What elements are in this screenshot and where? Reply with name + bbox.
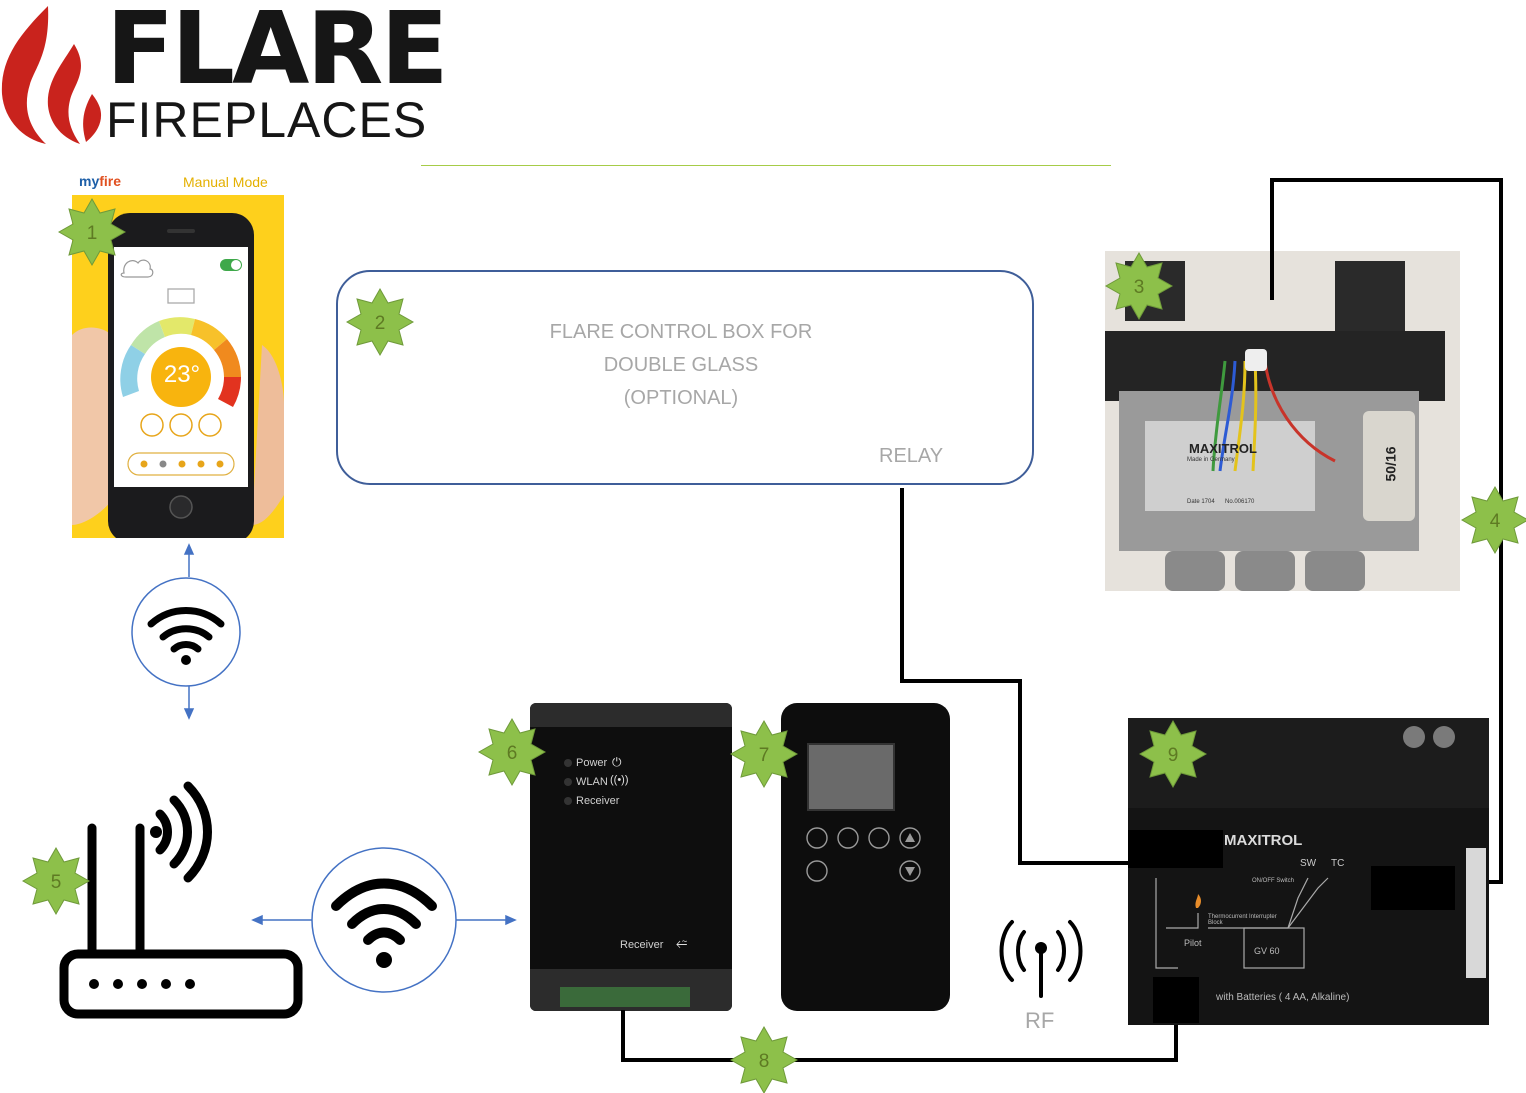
marker-2: 2 xyxy=(346,288,414,356)
valve-date: Date 1704 xyxy=(1187,499,1215,505)
wlan-label: WLAN xyxy=(576,776,608,788)
wifi-icon xyxy=(147,607,225,665)
control-box-line2: DOUBLE GLASS xyxy=(603,354,759,376)
svg-text:4: 4 xyxy=(1490,511,1501,532)
svg-text:2: 2 xyxy=(375,313,386,334)
control-box-line1: FLARE CONTROL BOX FOR xyxy=(549,321,813,343)
thermo-label: Thermocurrent Interrupter Block xyxy=(1208,914,1277,926)
marker-6: 6 xyxy=(478,718,546,786)
gv-label: GV 60 xyxy=(1254,946,1280,956)
router-icon xyxy=(59,781,303,1019)
receiver-label: Receiver xyxy=(576,795,620,807)
valve-made: Made in Germany xyxy=(1187,457,1235,463)
myfire-brand: myfire xyxy=(79,173,122,189)
logo-fireplaces-text: FIREPLACES xyxy=(106,92,428,148)
wifi-icon xyxy=(331,878,437,968)
switch-label: ON/OFF Switch xyxy=(1251,878,1294,884)
svg-text:1: 1 xyxy=(87,223,98,244)
svg-text:7: 7 xyxy=(759,745,770,766)
svg-text:8: 8 xyxy=(759,1051,770,1072)
receiver-led xyxy=(564,797,572,805)
marker-8: 8 xyxy=(730,1026,798,1093)
rf-label: RF xyxy=(1025,1008,1055,1033)
power-icon: ⏻ xyxy=(612,755,622,769)
marker-7: 7 xyxy=(730,720,798,788)
batteries-label: with Batteries ( 4 AA, Alkaline) xyxy=(1216,992,1350,1003)
wlan-icon: ((•)) xyxy=(610,774,629,786)
marker-1: 1 xyxy=(58,198,126,266)
logo-flare-text: FLARE xyxy=(106,0,449,107)
marker-3: 3 xyxy=(1105,252,1173,320)
wifi-module-image: Power WLAN Receiver Receiver ⏻ ((•)) ⭉ xyxy=(530,703,732,1011)
temperature-readout: 23° xyxy=(163,361,201,388)
flame-logo-icon xyxy=(1,6,102,144)
marker-5: 5 xyxy=(22,847,90,915)
rf-antenna-icon xyxy=(999,920,1083,998)
control-box-frame xyxy=(336,270,1034,485)
remote-display xyxy=(807,743,895,811)
power-label: Power xyxy=(576,757,608,769)
svg-text:9: 9 xyxy=(1168,745,1179,766)
tc-label: TC xyxy=(1331,858,1345,869)
valve-brand: MAXITROL xyxy=(1189,441,1257,456)
control-box-line3: (OPTIONAL) xyxy=(623,387,739,409)
header-divider xyxy=(421,165,1111,166)
power-led xyxy=(564,759,572,767)
valve-number: No.006170 xyxy=(1225,499,1255,505)
remote-control-image xyxy=(781,703,950,1011)
pilot-label: Pilot xyxy=(1184,938,1202,948)
receiver-brand: MAXITROL xyxy=(1224,832,1303,849)
receiver-bottom-label: Receiver xyxy=(620,939,664,951)
svg-text:3: 3 xyxy=(1134,277,1145,298)
svg-text:5: 5 xyxy=(51,872,62,893)
control-box-label: FLARE CONTROL BOX FOR DOUBLE GLASS (OPTI… xyxy=(336,316,1026,415)
relay-label: RELAY xyxy=(879,445,944,467)
sw-label: SW xyxy=(1300,858,1317,869)
marker-4: 4 xyxy=(1461,486,1526,554)
marker-9: 9 xyxy=(1139,720,1207,788)
usb-icon: ⭉ xyxy=(676,935,688,951)
svg-text:6: 6 xyxy=(507,743,518,764)
wlan-led xyxy=(564,778,572,786)
manual-mode-label: Manual Mode xyxy=(183,174,268,190)
app-phone-image: 23° xyxy=(72,195,284,538)
gas-valve-image: MAXITROL Made in Germany Date 1704 No.00… xyxy=(1105,251,1460,591)
